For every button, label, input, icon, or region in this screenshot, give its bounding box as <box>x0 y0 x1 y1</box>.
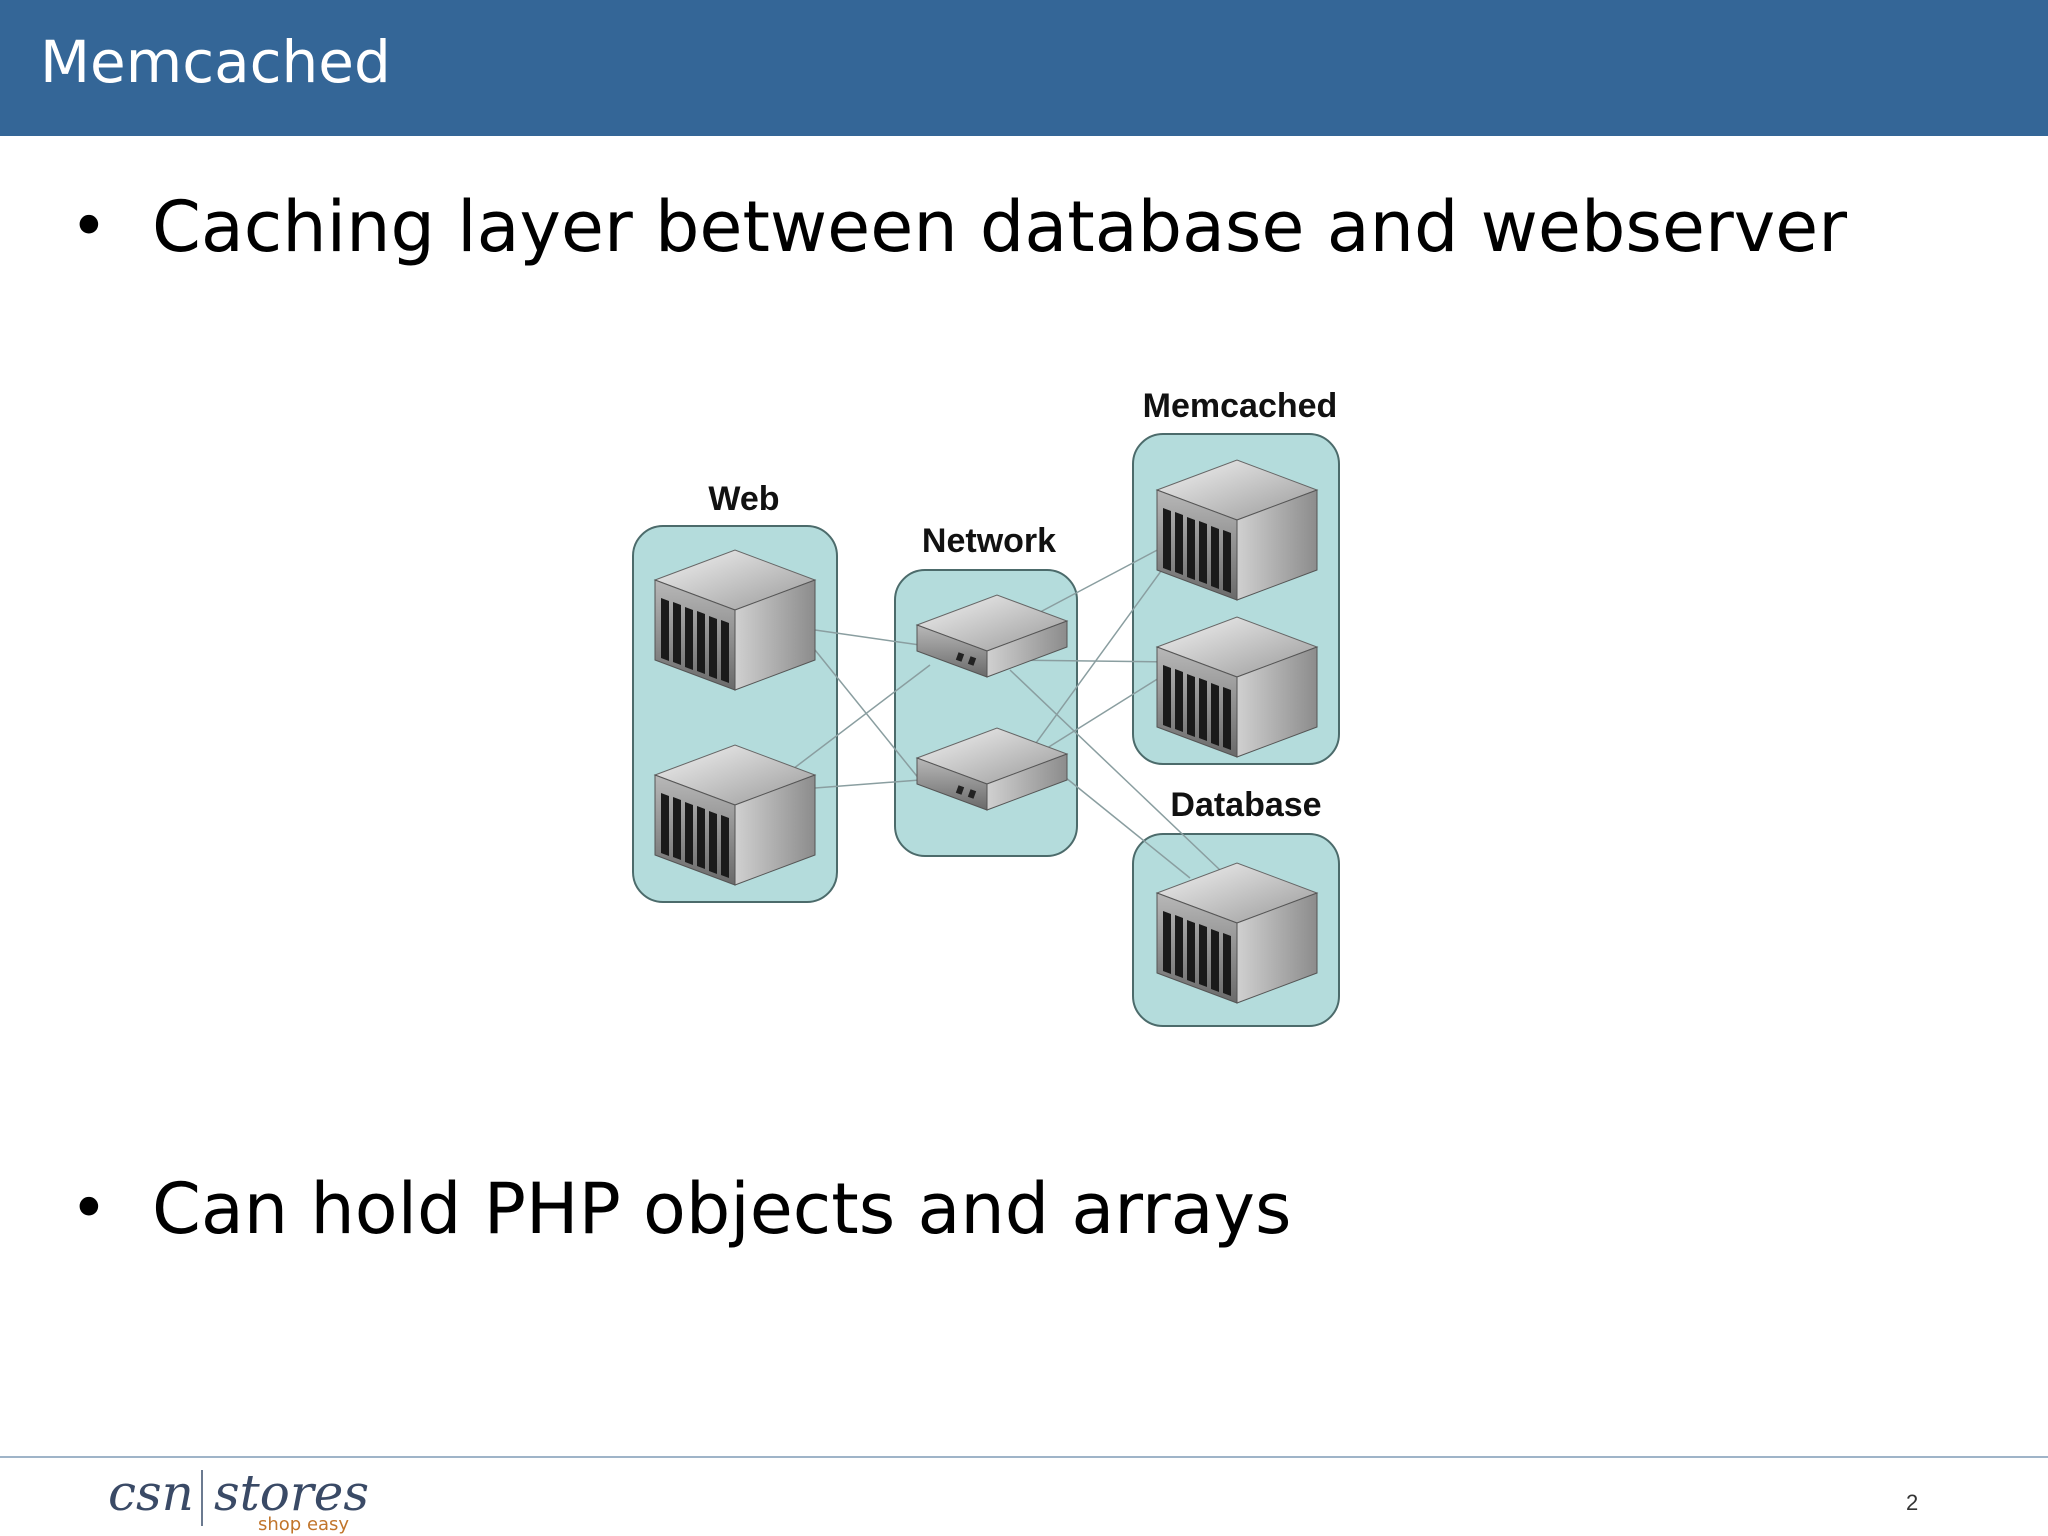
page-number: 2 <box>1906 1490 1919 1515</box>
bullet-icon: • <box>70 190 108 264</box>
logo-csn-text: csn <box>108 1464 194 1522</box>
bullet-icon: • <box>70 1172 108 1246</box>
bullet-text: Caching layer between database and webse… <box>152 186 1848 268</box>
logo-stores-text: stores <box>214 1464 370 1522</box>
memcached-server-icon <box>1156 459 1318 601</box>
architecture-diagram: Web Network Memcached Database <box>632 387 1340 1027</box>
network-label: Network <box>922 522 1056 560</box>
database-label: Database <box>1170 786 1321 824</box>
memcached-server-icon <box>1156 616 1318 758</box>
title-bar: Memcached <box>0 0 2048 136</box>
slide-title: Memcached <box>40 28 391 96</box>
database-server-icon <box>1156 862 1318 1004</box>
web-label: Web <box>708 480 779 518</box>
logo-tagline: shop easy <box>258 1514 350 1535</box>
logo-divider <box>201 1470 203 1526</box>
memcached-label: Memcached <box>1143 387 1338 425</box>
bullet-item: • Caching layer between database and web… <box>70 186 1847 268</box>
bullet-text: Can hold PHP objects and arrays <box>152 1168 1292 1250</box>
web-server-icon <box>654 549 816 691</box>
company-logo: csn stores shop easy <box>108 1458 370 1536</box>
web-server-icon <box>654 744 816 886</box>
footer-divider <box>0 1456 2048 1458</box>
bullet-item: • Can hold PHP objects and arrays <box>70 1168 1291 1250</box>
